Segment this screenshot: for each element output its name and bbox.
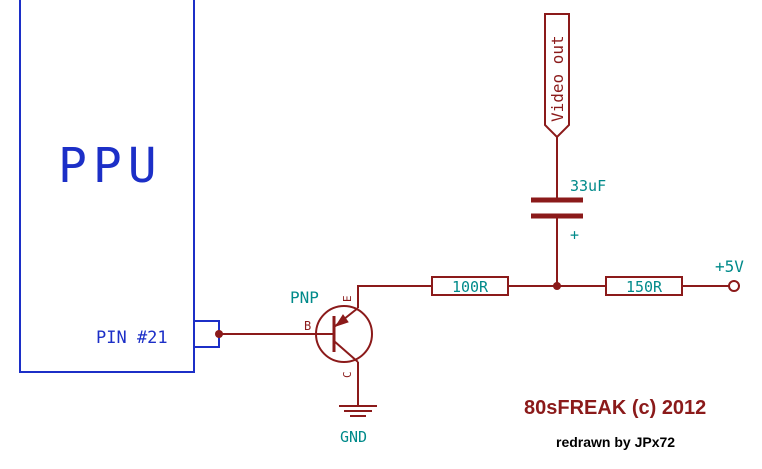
transistor-body (315, 305, 373, 363)
transistor-arrow-icon (334, 314, 349, 327)
ground-symbol: GND (339, 405, 377, 446)
pnp-transistor: PNP B E C (290, 288, 373, 378)
capacitor-polarity: + (570, 226, 579, 244)
transistor-collector-lead (333, 340, 359, 363)
wire-emitter-to-100r (357, 285, 432, 308)
resistor-100r-body (431, 276, 509, 296)
credit-redrawn: redrawn by JPx72 (556, 434, 675, 450)
capacitor-label: 33uF (570, 177, 606, 195)
resistor-100r: 100R (431, 276, 509, 296)
junction-dot-pin21 (215, 330, 223, 338)
ppu-pin-label: PIN #21 (96, 328, 168, 348)
transistor-label: PNP (290, 288, 319, 307)
resistor-100r-label: 100R (452, 278, 489, 296)
wires (215, 137, 729, 406)
video-out-port: Video out (544, 13, 570, 139)
resistor-150r: 150R (605, 276, 683, 296)
supply-5v: +5V (715, 257, 744, 292)
ground-label: GND (340, 428, 367, 446)
supply-label: +5V (715, 257, 744, 276)
ppu-chip-outline (19, 0, 195, 373)
supply-terminal-icon (728, 280, 740, 292)
ppu-chip: PPU PIN #21 (19, 0, 220, 373)
resistor-150r-body (605, 276, 683, 296)
credit-copyright: 80sFREAK (c) 2012 (524, 397, 706, 419)
transistor-pin-c: C (341, 371, 354, 378)
capacitor-33uf: 33uF + (531, 177, 606, 244)
transistor-pin-b: B (304, 319, 311, 333)
resistor-150r-label: 150R (626, 278, 663, 296)
transistor-pin-e: E (341, 295, 354, 302)
video-out-flag-icon (544, 13, 570, 139)
video-out-label: Video out (548, 35, 567, 122)
junction-dot-node (553, 282, 561, 290)
ppu-chip-label: PPU (58, 138, 163, 194)
